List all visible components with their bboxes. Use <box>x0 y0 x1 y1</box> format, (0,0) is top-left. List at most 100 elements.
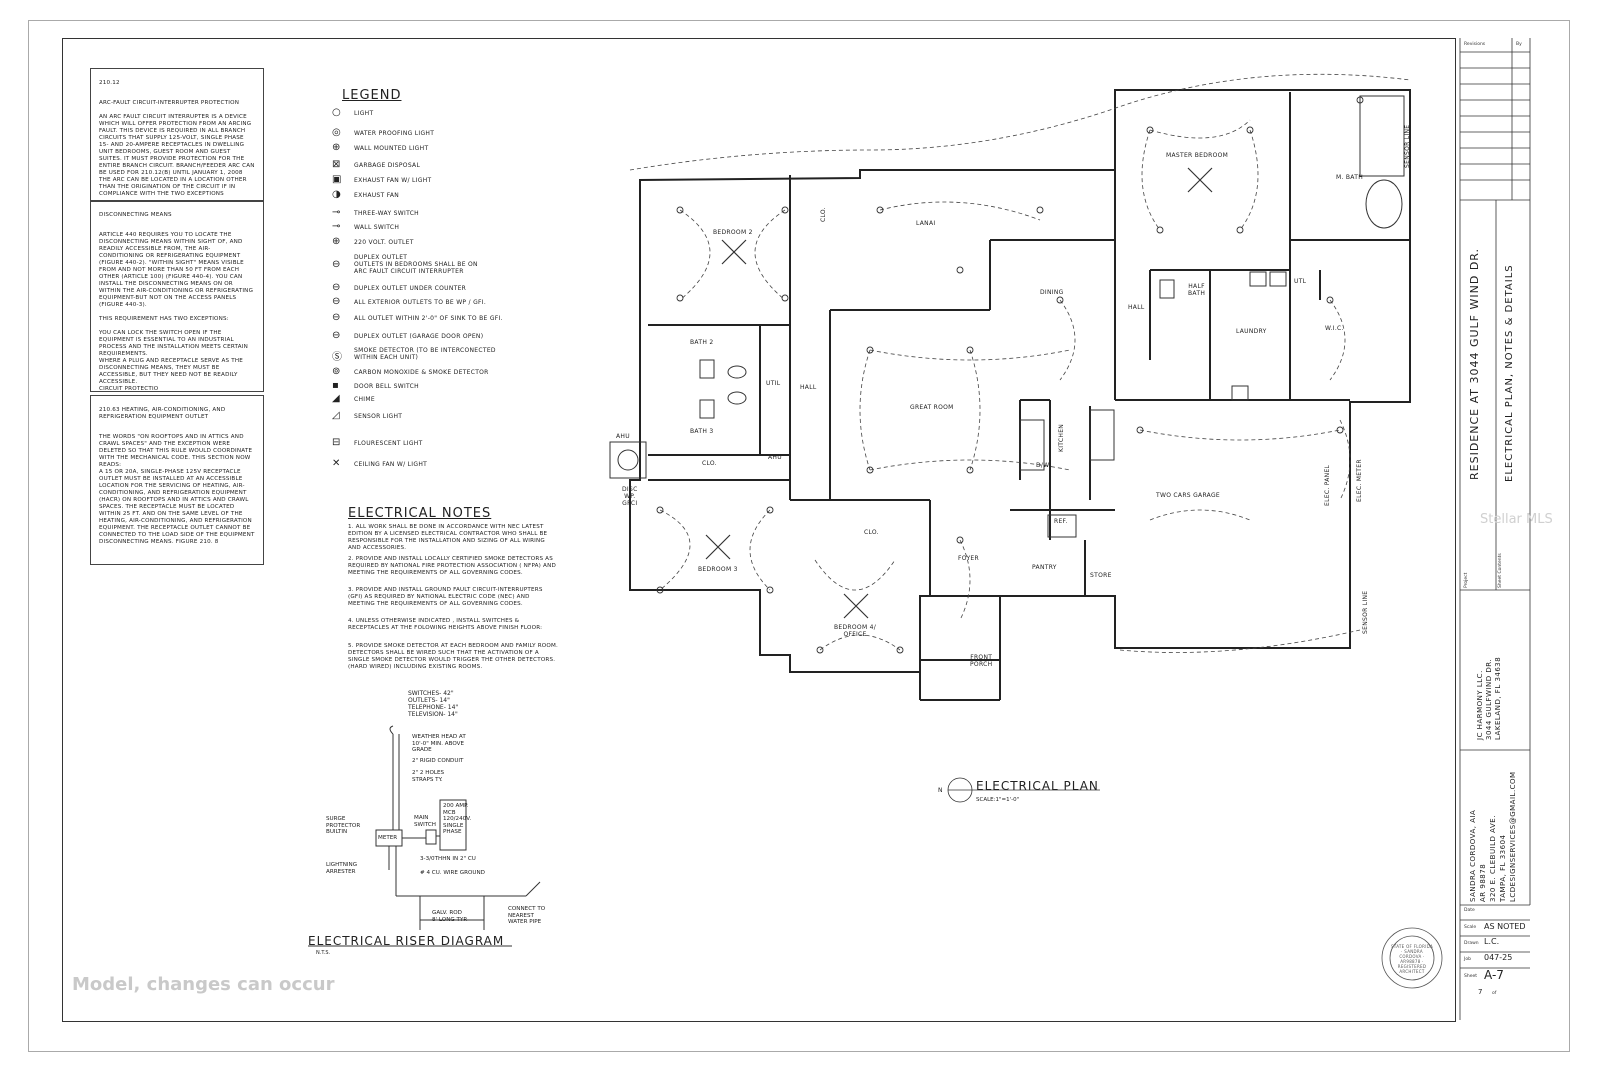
disconnect-note-box: DISCONNECTING MEANS ARTICLE 440 REQUIRES… <box>90 200 264 392</box>
legend-symbol-icon: ◿ <box>332 410 340 421</box>
riser-ground: # 4 CU. WIRE GROUND <box>420 870 485 876</box>
afci-note-box: 210.12 ARC-FAULT CIRCUIT-INTERRUPTER PRO… <box>90 68 264 202</box>
legend-item: ⊖DUPLEX OUTLET (GARAGE DOOR OPEN) <box>332 330 483 342</box>
drawn-value: L.C. <box>1484 937 1500 946</box>
sheet-contents: ELECTRICAL PLAN, NOTES & DETAILS <box>1504 264 1515 482</box>
room-bedroom-4-office: BEDROOM 4/ OFFICE <box>834 624 877 638</box>
architect-seal: STATE OF FLORIDA · SANDRA CORDOVA · AR98… <box>1390 944 1434 974</box>
legend-symbol-icon: ◎ <box>332 127 342 138</box>
legend-symbol-icon: ⊖ <box>332 312 341 323</box>
hvac-body: THE WORDS "ON ROOFTOPS AND IN ATTICS AND… <box>99 434 255 545</box>
riser-rod: GALV. ROD 8' LONG TYP. <box>432 910 468 923</box>
legend-symbol-icon: ▪ <box>332 380 340 391</box>
room-foyer: FOYER <box>958 555 979 562</box>
riser-panel: 200 AMP. MCB 120/240V. SINGLE PHASE <box>443 803 472 836</box>
electrical-note-1: 1. ALL WORK SHALL BE DONE IN ACCORDANCE … <box>348 524 548 551</box>
legend-title: LEGEND <box>342 88 402 103</box>
riser-main-switch: MAIN SWITCH <box>414 815 436 828</box>
legend-symbol-icon: ⊚ <box>332 366 341 377</box>
legend-item: ◿SENSOR LIGHT <box>332 410 402 422</box>
room-ahu-1: AHU <box>616 433 630 440</box>
legend-item-label: WATER PROOFING LIGHT <box>354 129 435 137</box>
scale-label: Scale <box>1464 925 1477 930</box>
disconnect-heading: DISCONNECTING MEANS <box>99 212 172 218</box>
project-label: Project <box>1464 572 1469 588</box>
electrical-note-4: 4. UNLESS OTHERWISE INDICATED , INSTALL … <box>348 618 543 631</box>
room-util-2: UTIL <box>766 380 781 387</box>
legend-item-label: ALL EXTERIOR OUTLETS TO BE WP / GFI. <box>354 298 487 306</box>
room-refrigerator: REF. <box>1054 518 1068 525</box>
legend-item: ⊸WALL SWITCH <box>332 221 399 233</box>
legend-item-label: CARBON MONOXIDE & SMOKE DETECTOR <box>354 368 489 376</box>
legend-symbol-icon: ⊠ <box>332 159 341 170</box>
riser-surge: SURGE PROTECTOR BUILTIN <box>326 816 361 836</box>
room-elec-meter: ELEC. METER <box>1356 459 1363 502</box>
height-television: TELEVISION- 14" <box>408 711 458 718</box>
riser-meter: METER <box>378 835 398 841</box>
room-laundry: LAUNDRY <box>1236 328 1267 335</box>
legend-item-label: EXHAUST FAN W/ LIGHT <box>354 176 432 184</box>
room-pantry: PANTRY <box>1032 564 1057 571</box>
legend-symbol-icon: ▣ <box>332 174 342 185</box>
legend-item: ⊖DUPLEX OUTLET UNDER COUNTER <box>332 282 466 294</box>
electrical-notes-title: ELECTRICAL NOTES <box>348 506 492 521</box>
scale-value: AS NOTED <box>1484 922 1526 931</box>
electrical-note-5: 5. PROVIDE SMOKE DETECTOR AT EACH BEDROO… <box>348 643 559 670</box>
date-label: Date <box>1464 908 1475 913</box>
height-telephone: TELEPHONE- 14" <box>408 704 459 711</box>
legend-item: ▪ DOOR BELL SWITCH <box>332 380 419 392</box>
room-hall-1: HALL <box>1128 304 1145 311</box>
riser-diagram-scale: N.T.S. <box>316 950 331 956</box>
revisions-label: Revisions <box>1464 42 1486 47</box>
legend-symbol-icon: ✕ <box>332 458 341 469</box>
legend-item: ○LIGHT <box>332 107 373 119</box>
room-wic: W.I.C. <box>1325 325 1344 332</box>
height-outlets: OUTLETS- 14" <box>408 697 450 704</box>
job-label: Job <box>1464 957 1471 962</box>
outer-frame <box>28 20 1570 1052</box>
sensor-line-2: SENSOR LINE <box>1362 590 1369 634</box>
legend-item-label: LIGHT <box>354 109 374 117</box>
legend-item: ⊖ALL OUTLET WITHIN 2'-0" OF SINK TO BE G… <box>332 312 503 324</box>
legend-item-label: GARBAGE DISPOSAL <box>354 161 421 169</box>
room-bath-2: BATH 2 <box>690 339 714 346</box>
riser-wires: 3-3/0THHN IN 2" CU <box>420 856 476 862</box>
legend-item-label: 220 VOLT. OUTLET <box>354 238 414 246</box>
room-kitchen: KITCHEN <box>1058 423 1065 452</box>
room-closet-2: CLO. <box>864 529 879 536</box>
room-bedroom-3: BEDROOM 3 <box>698 566 738 573</box>
room-dishwasher: D/W <box>1036 462 1050 469</box>
room-front-porch: FRONT PORCH <box>970 654 993 668</box>
legend-item: ⊚ CARBON MONOXIDE & SMOKE DETECTOR <box>332 366 489 378</box>
disclaimer-watermark: Model, changes can occur <box>72 974 335 995</box>
project-title: RESIDENCE AT 3044 GULF WIND DR. <box>1468 247 1481 480</box>
riser-diagram-title: ELECTRICAL RISER DIAGRAM <box>308 934 505 948</box>
legend-symbol-icon: ⊸ <box>332 221 341 232</box>
disconnect-body: ARTICLE 440 REQUIRES YOU TO LOCATE THE D… <box>99 232 254 392</box>
riser-lightning: LIGHTNING ARRESTER <box>326 862 358 875</box>
electrical-plan-scale: SCALE:1"=1'-0" <box>976 797 1020 803</box>
hvac-note-box: 210.63 HEATING, AIR-CONDITIONING, AND RE… <box>90 395 264 565</box>
sheet-contents-label: Sheet Contents <box>1498 553 1503 588</box>
room-closet-3: CLO. <box>820 207 827 222</box>
room-bath-3: BATH 3 <box>690 428 714 435</box>
legend-item-label: FLOURESCENT LIGHT <box>354 439 423 447</box>
legend-item: ⊟FLOURESCENT LIGHT <box>332 437 423 449</box>
legend-item-label: DOOR BELL SWITCH <box>354 382 419 390</box>
legend-item: ⊖DUPLEX OUTLET OUTLETS IN BEDROOMS SHALL… <box>332 254 478 275</box>
legend-item-label: DUPLEX OUTLET UNDER COUNTER <box>354 284 467 292</box>
legend-item: ⊠ GARBAGE DISPOSAL <box>332 159 420 171</box>
legend-item: ◎ WATER PROOFING LIGHT <box>332 127 434 139</box>
riser-conduit: 2" RIGID CONDUIT <box>412 758 464 764</box>
legend-item-label: THREE-WAY SWITCH <box>354 209 419 217</box>
brand-watermark: Stellar MLS <box>1480 512 1553 527</box>
legend-item-label: DUPLEX OUTLET OUTLETS IN BEDROOMS SHALL … <box>354 254 478 275</box>
legend-item: ◢CHIME <box>332 393 375 405</box>
riser-weather-head: WEATHER HEAD AT 10'-0" MIN. ABOVE GRADE <box>412 734 466 754</box>
riser-straps: 2" 2 HOLES STRAPS TY. <box>412 770 445 783</box>
drawing-sheet <box>62 38 1456 1022</box>
room-util-1: UTL <box>1294 278 1307 285</box>
mounting-heights: SWITCHES- 42" OUTLETS- 14" TELEPHONE- 14… <box>408 690 458 718</box>
room-hall-2: HALL <box>800 384 817 391</box>
legend-symbol-icon: ◢ <box>332 393 340 404</box>
